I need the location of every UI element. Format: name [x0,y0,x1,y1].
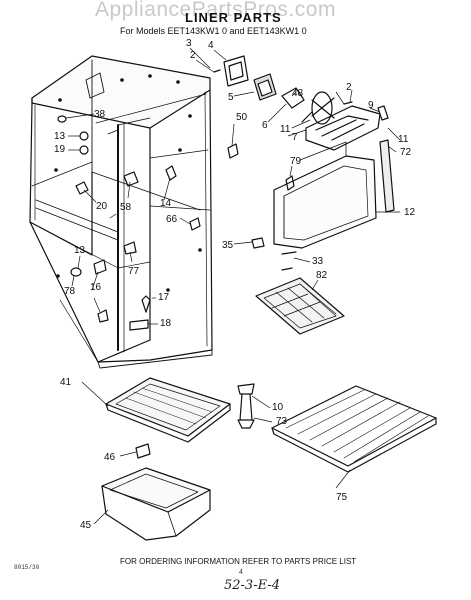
diagram-title: LINER PARTS [185,10,282,25]
clip-9 [377,105,389,121]
part-label: 66 [166,214,178,225]
part-label: 82 [316,270,328,281]
part-label: 7 [292,132,298,143]
wire-shelf [271,385,437,473]
evaporator-fan [281,87,335,125]
part-label: 79 [290,156,302,167]
ordering-note: FOR ORDERING INFORMATION REFER TO PARTS … [120,557,357,566]
part-label: 2 [190,50,196,61]
part-label: 14 [160,198,172,209]
part-35 [251,237,265,249]
damper-housing [223,55,249,87]
part-label: 45 [80,520,92,531]
part-label: 48 [292,88,304,99]
handwritten-note: 52-3-E-4 [224,578,280,593]
diagram-subtitle: For Models EET143KW1 0 and EET143KW1 0 [120,26,307,36]
fan-shroud [305,105,381,151]
part-label: 19 [54,144,66,155]
liner-cabinet [29,55,213,369]
ice-cube-tray [255,277,345,335]
part-label: 12 [404,207,416,218]
part-label: 10 [272,402,284,413]
part-label: 38 [94,109,106,120]
cabinet-hardware [57,115,201,331]
part-label: 18 [160,318,172,329]
evaporator-cover-panel [273,141,377,249]
shelf-frame [105,377,231,443]
leader-lines [65,47,401,525]
screw-2b [343,101,353,105]
part-label: 4 [208,40,214,51]
part-33b [281,267,293,271]
part-label: 11 [398,134,409,145]
damper-cover [253,73,277,101]
part-label: 46 [104,452,116,463]
part-label: 75 [336,492,348,503]
part-label: 13 [74,245,86,256]
part-label: 72 [400,147,412,158]
part-label: 50 [236,112,248,123]
lamp-socket [237,383,255,429]
part-label: 33 [312,256,324,267]
part-label: 58 [120,202,132,213]
document-number: 8015/30 [14,564,40,571]
part-label: 11 [280,124,291,135]
part-label: 78 [64,286,76,297]
part-label: 3 [186,38,192,49]
part-label: 35 [222,240,234,251]
part-label: 5 [228,92,234,103]
shelf-clip [135,443,151,459]
part-79 [285,175,295,191]
part-label: 13 [54,131,66,142]
page-number: 4 [239,569,243,576]
part-label: 73 [276,416,288,427]
part-label: 41 [60,377,72,388]
part-50 [227,143,239,159]
part-label: 9 [368,100,374,111]
part-label: 16 [90,282,102,293]
screw-2 [213,69,221,73]
part-label: 6 [262,120,268,131]
part-label: 77 [128,266,140,277]
part-label: 17 [158,292,170,303]
trim-strip-72 [379,139,395,213]
part-33 [281,251,297,255]
part-label: 2 [346,82,352,93]
part-label: 20 [96,201,108,212]
crisper-pan [101,467,211,541]
watermark: AppliancePartsPros.com [95,0,336,21]
